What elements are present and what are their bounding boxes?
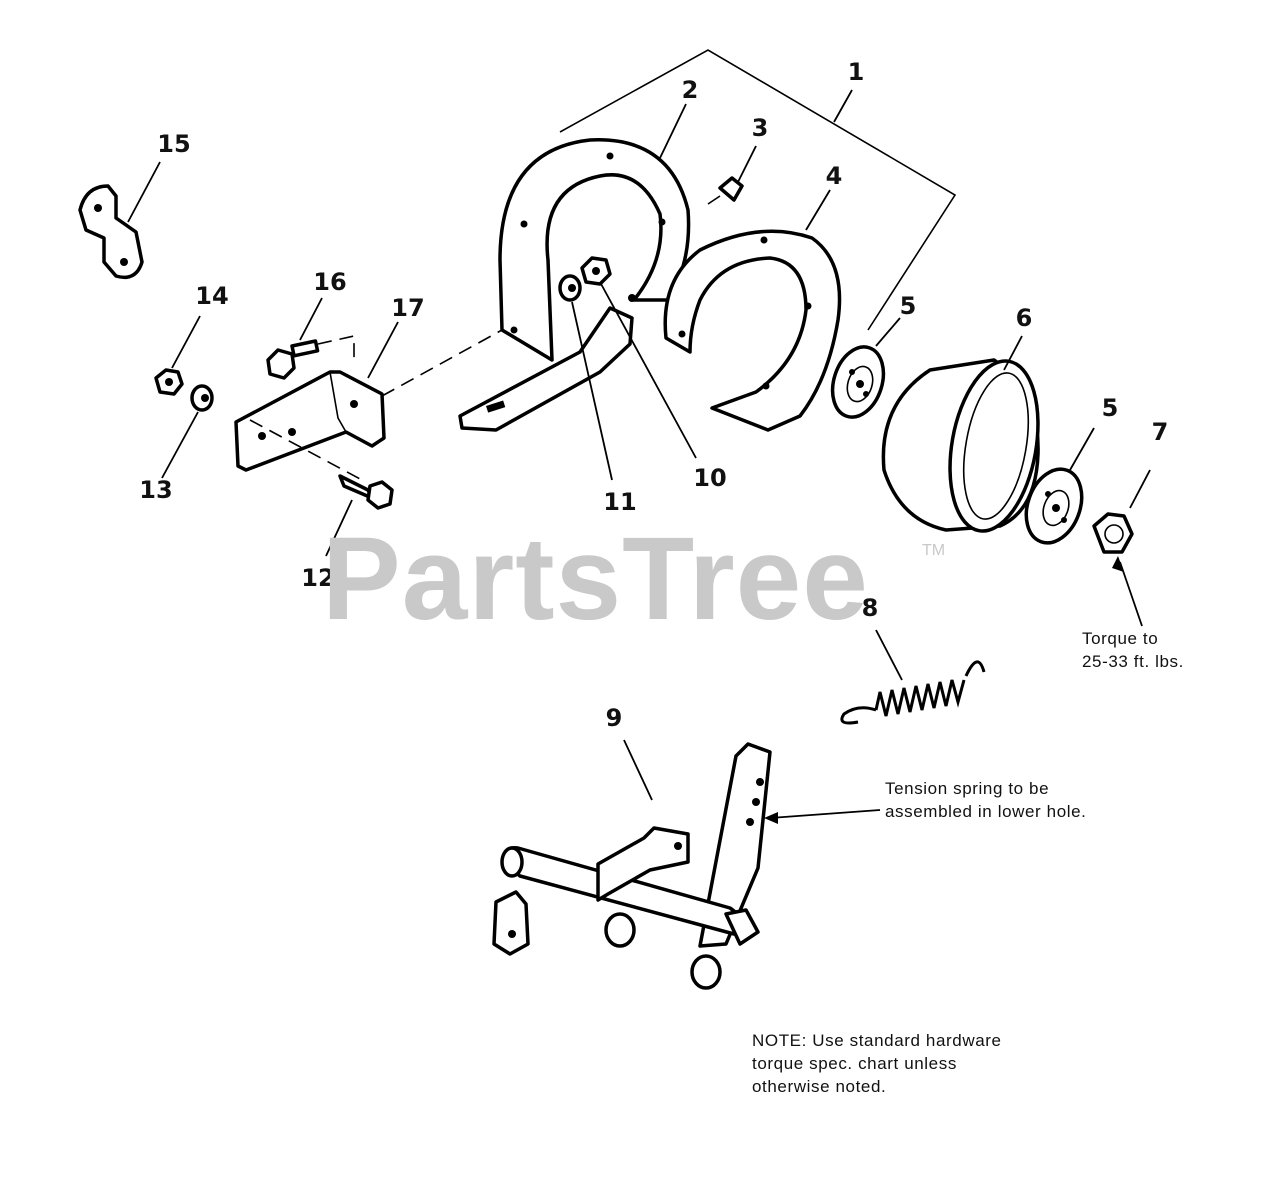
- hardware-note: NOTE: Use standard hardware torque spec.…: [752, 1029, 1002, 1098]
- callout-7: 7: [1151, 418, 1169, 446]
- bracket-icon: [234, 321, 503, 481]
- callout-17: 17: [391, 294, 425, 322]
- callout-9: 9: [605, 704, 623, 732]
- bolt-icon: [266, 297, 323, 380]
- callout-4: 4: [825, 162, 843, 190]
- torque-note: Torque to 25-33 ft. lbs.: [1082, 627, 1184, 673]
- nut-icon: [580, 256, 697, 459]
- callout-1: 1: [847, 58, 865, 86]
- watermark-logo: PartsTree: [322, 513, 869, 645]
- nut-small-icon: [154, 315, 201, 396]
- tension-spring-icon: [840, 629, 986, 725]
- washer-small-icon: [161, 384, 214, 479]
- torque-note-line-2: 25-33 ft. lbs.: [1082, 652, 1184, 671]
- tension-note-line-1: Tension spring to be: [885, 779, 1050, 798]
- callout-16: 16: [313, 268, 347, 296]
- cap-screw-icon: [707, 145, 757, 205]
- callout-13: 13: [139, 476, 173, 504]
- group-bracket-1: [559, 49, 957, 331]
- tension-note: Tension spring to be assembled in lower …: [885, 777, 1087, 823]
- brake-lever-assembly-icon: [492, 739, 881, 990]
- callout-5-right: 5: [1101, 394, 1119, 422]
- callout-2: 2: [681, 76, 699, 104]
- flange-nut-icon: [1092, 469, 1151, 627]
- washer-icon: [558, 274, 613, 481]
- hardware-note-line-2: torque spec. chart unless: [752, 1054, 957, 1073]
- band-liner-icon: [663, 189, 842, 432]
- callout-10: 10: [693, 464, 727, 492]
- callout-15: 15: [157, 130, 191, 158]
- screw-icon: [325, 474, 394, 557]
- hardware-note-line-1: NOTE: Use standard hardware: [752, 1031, 1002, 1050]
- drum-hub-icon: [830, 317, 901, 419]
- trademark-mark: TM: [922, 542, 946, 559]
- callout-14: 14: [195, 282, 229, 310]
- brake-drum-icon: [881, 335, 1040, 533]
- callout-3: 3: [751, 114, 769, 142]
- callout-12: 12: [301, 564, 335, 592]
- callout-5-left: 5: [899, 292, 917, 320]
- drum-hub-right-icon: [1024, 427, 1095, 545]
- hardware-note-line-3: otherwise noted.: [752, 1077, 887, 1096]
- torque-note-line-1: Torque to: [1082, 629, 1159, 648]
- clip-icon: [78, 161, 161, 280]
- tension-note-line-2: assembled in lower hole.: [885, 802, 1087, 821]
- callout-11: 11: [603, 488, 637, 516]
- callout-6: 6: [1015, 304, 1033, 332]
- callout-8: 8: [861, 594, 879, 622]
